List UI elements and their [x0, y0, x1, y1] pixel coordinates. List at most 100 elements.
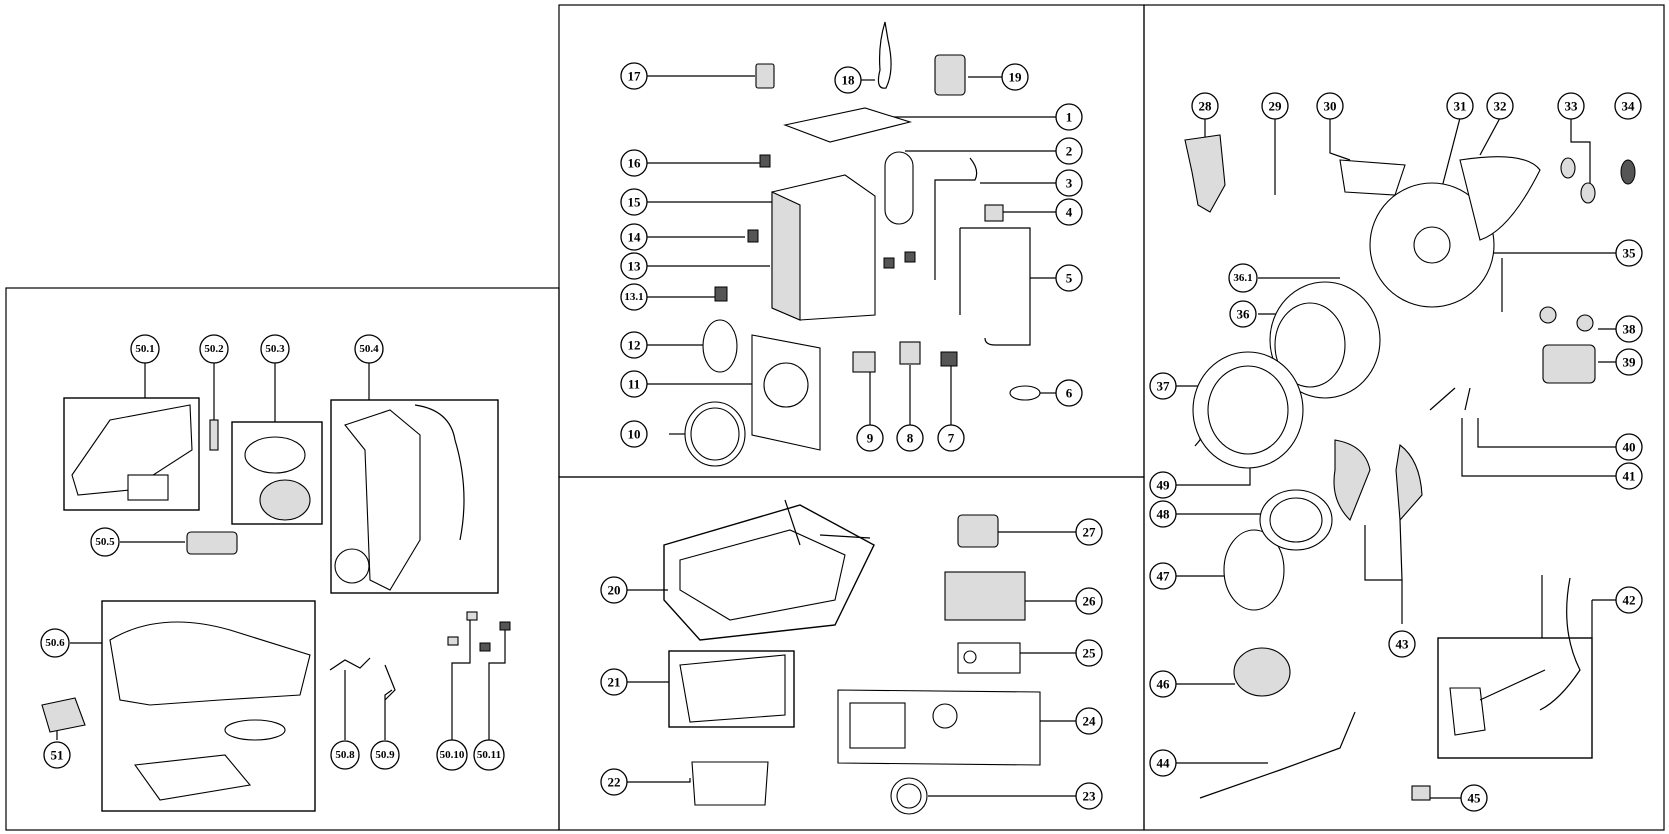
svg-text:36.1: 36.1 — [1233, 272, 1252, 284]
leader-41 — [1461, 418, 1616, 477]
callout-50-4: 50.4 — [354, 334, 384, 364]
callout-31: 31 — [1446, 92, 1474, 120]
svg-text:51: 51 — [51, 748, 64, 763]
box-42 — [1437, 637, 1593, 759]
part-50-4-ring — [334, 548, 370, 584]
callout-39: 39 — [1615, 348, 1643, 376]
callout-35: 35 — [1615, 239, 1643, 267]
part-37-tub-front-inner — [1207, 365, 1289, 455]
callout-34: 34 — [1614, 92, 1642, 120]
callout-15: 15 — [620, 188, 648, 216]
svg-text:33: 33 — [1565, 99, 1579, 114]
part-50-5-heater — [186, 531, 238, 555]
part-14-clip — [747, 229, 759, 243]
svg-text:22: 22 — [608, 775, 621, 790]
svg-text:50.10: 50.10 — [440, 749, 465, 761]
callout-29: 29 — [1261, 92, 1289, 120]
part-clip-b — [904, 251, 916, 263]
part-50-4-condenser — [344, 409, 421, 591]
part-31-hub — [1413, 226, 1451, 264]
callout-49: 49 — [1149, 471, 1177, 499]
part-22-handle — [691, 761, 769, 806]
sub-boxes — [63, 397, 1593, 812]
callout-50-8: 50.8 — [330, 740, 360, 770]
svg-text:13.1: 13.1 — [624, 291, 643, 303]
part-41-shock-a — [1429, 387, 1456, 411]
callout-22: 22 — [600, 768, 628, 796]
svg-text:45: 45 — [1468, 791, 1482, 806]
callout-11: 11 — [620, 370, 648, 398]
callout-44: 44 — [1149, 749, 1177, 777]
callout-30: 30 — [1316, 92, 1344, 120]
svg-text:50.1: 50.1 — [135, 343, 154, 355]
part-50-9-spring — [384, 664, 396, 701]
box-50-6 — [101, 600, 316, 812]
svg-text:5: 5 — [1066, 271, 1073, 286]
svg-text:1: 1 — [1066, 110, 1073, 125]
panel-tub — [1143, 4, 1665, 831]
svg-text:50.5: 50.5 — [95, 536, 115, 548]
part-47-glass — [1223, 529, 1285, 611]
part-36-drum-open — [1274, 302, 1346, 388]
part-33-bearing-b — [1580, 182, 1596, 204]
part-32-cover — [1459, 156, 1541, 241]
callout-2: 2 — [1055, 137, 1083, 165]
part-43-weight-a — [1333, 439, 1371, 521]
part-20-dispenser — [679, 529, 846, 621]
svg-text:26: 26 — [1083, 594, 1097, 609]
svg-text:15: 15 — [628, 195, 642, 210]
svg-text:10: 10 — [628, 427, 641, 442]
callout-12: 12 — [620, 331, 648, 359]
svg-text:9: 9 — [867, 431, 874, 446]
part-16-clip — [759, 154, 771, 168]
svg-text:28: 28 — [1199, 99, 1213, 114]
svg-text:23: 23 — [1083, 789, 1097, 804]
svg-text:37: 37 — [1157, 379, 1171, 394]
svg-text:16: 16 — [628, 156, 642, 171]
leader-33 — [1570, 118, 1591, 188]
svg-text:21: 21 — [608, 675, 621, 690]
leader-50-10 — [451, 620, 471, 740]
panel-frames — [5, 4, 1665, 831]
part-50-3-motor — [259, 479, 311, 521]
part-20-arm-b — [819, 534, 871, 539]
svg-text:50.2: 50.2 — [204, 343, 224, 355]
part-50-2-strip — [209, 419, 219, 451]
leader-22 — [627, 778, 691, 783]
leader-50-11 — [488, 628, 506, 740]
part-25-dial — [963, 650, 977, 664]
callout-24: 24 — [1075, 707, 1103, 735]
callout-13: 13 — [620, 252, 648, 280]
svg-text:42: 42 — [1623, 593, 1636, 608]
callout-3: 3 — [1055, 169, 1083, 197]
callout-50-5: 50.5 — [90, 527, 120, 557]
callout-38: 38 — [1615, 315, 1643, 343]
part-17-filter — [755, 63, 775, 89]
callout-8: 8 — [896, 424, 924, 452]
leader-lines — [56, 75, 1616, 799]
part-1-top-panel — [783, 107, 913, 143]
box-21 — [668, 650, 795, 728]
callout-33: 33 — [1557, 92, 1585, 120]
callout-6: 6 — [1055, 379, 1083, 407]
part-46-pump — [1233, 647, 1291, 697]
svg-text:50.11: 50.11 — [477, 749, 501, 761]
part-50-6-plate — [134, 754, 252, 801]
callout-50-6: 50.6 — [40, 628, 70, 658]
leader-43b — [1399, 519, 1403, 581]
svg-text:31: 31 — [1454, 99, 1467, 114]
svg-text:50.3: 50.3 — [265, 343, 285, 355]
callout-19: 19 — [1001, 63, 1029, 91]
part-50-6-duct — [109, 621, 311, 706]
part-50-11-screw-b — [499, 621, 511, 631]
part-39-motor — [1542, 344, 1596, 384]
svg-text:3: 3 — [1066, 176, 1073, 191]
part-50-8-clip — [329, 657, 371, 671]
svg-text:39: 39 — [1623, 355, 1637, 370]
callout-21: 21 — [600, 668, 628, 696]
svg-text:6: 6 — [1066, 386, 1073, 401]
svg-text:27: 27 — [1083, 525, 1097, 540]
callout-51: 51 — [43, 741, 71, 769]
callout-9: 9 — [856, 424, 884, 452]
callout-41: 41 — [1615, 462, 1643, 490]
